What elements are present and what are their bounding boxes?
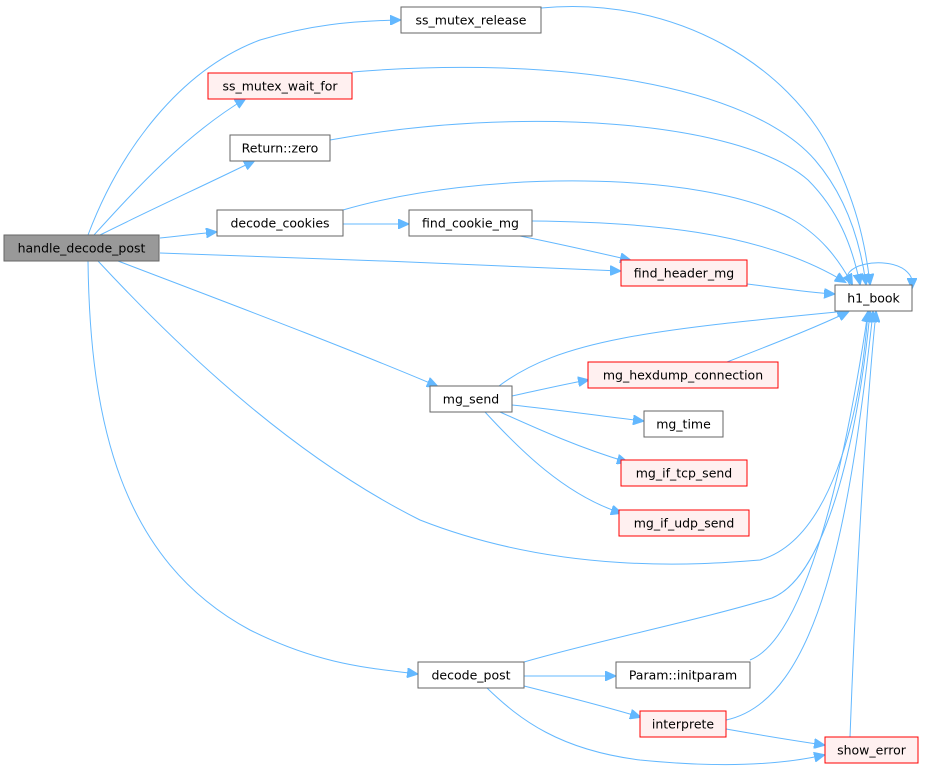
node-mg_send[interactable]: mg_send (429, 385, 513, 413)
node-box (408, 209, 533, 237)
node-mg_if_udp_send[interactable]: mg_if_udp_send (618, 509, 750, 537)
node-box (417, 661, 525, 689)
node-find_cookie_mg[interactable]: find_cookie_mg (408, 209, 533, 237)
node-interprete[interactable]: interprete (639, 710, 727, 738)
node-label: interprete (652, 717, 715, 732)
edge-decode_cookies-to-h1_book (342, 180, 852, 284)
edge-h1_book-to-h1_book (846, 262, 912, 288)
edge-interprete-to-h1_book (725, 312, 873, 721)
node-label: h1_book (847, 291, 900, 306)
node-box (615, 661, 751, 689)
edge-ss_mutex_release-to-h1_book (540, 6, 870, 284)
edge-decode_post-to-show_error (486, 687, 824, 766)
node-label: mg_send (443, 392, 499, 407)
node-label: Return::zero (242, 141, 319, 156)
nodes-layer: handle_decode_post ss_mutex_release ss_mut… (3, 6, 919, 764)
node-box (229, 134, 331, 162)
node-label: handle_decode_post (18, 241, 146, 256)
node-box (643, 410, 724, 438)
node-mg_if_tcp_send[interactable]: mg_if_tcp_send (620, 459, 748, 487)
node-decode_cookies[interactable]: decode_cookies (216, 209, 344, 237)
node-box (834, 284, 913, 312)
node-h1_book[interactable]: h1_book (834, 284, 913, 312)
edge-decode_post-to-h1_book (523, 312, 870, 663)
node-box (824, 736, 919, 764)
node-label: mg_time (656, 417, 711, 432)
node-box (587, 361, 779, 389)
node-label: find_cookie_mg (422, 216, 519, 231)
node-label: ss_mutex_release (416, 13, 527, 28)
edge-decode_post-to-interprete (523, 685, 640, 717)
edge-handle_decode_post-to-find_header_mg (159, 252, 620, 271)
edge-mg_send-to-h1_book (498, 311, 847, 387)
edge-ss_mutex_wait_for-to-h1_book (351, 66, 866, 284)
edge-mg_send-to-mg_if_tcp_send (499, 411, 627, 462)
node-decode_post[interactable]: decode_post (417, 661, 525, 689)
node-box (639, 710, 727, 738)
node-box (620, 259, 748, 287)
node-box (400, 6, 542, 34)
edge-find_cookie_mg-to-find_header_mg (519, 235, 630, 260)
edge-mg_send-to-mg_if_udp_send (484, 411, 621, 513)
node-mg_time[interactable]: mg_time (643, 410, 724, 438)
node-box (3, 234, 160, 262)
node-box (429, 385, 513, 413)
edge-handle_decode_post-to-decode_cookies (159, 232, 216, 239)
node-handle_decode_post[interactable]: handle_decode_post (3, 234, 160, 262)
edge-find_header_mg-to-h1_book (746, 283, 834, 294)
node-box (618, 509, 750, 537)
node-mg_hexdump_connection[interactable]: mg_hexdump_connection (587, 361, 779, 389)
edge-mg_send-to-mg_hexdump_connection (511, 380, 588, 397)
node-label: mg_if_tcp_send (636, 466, 733, 481)
edge-handle_decode_post-to-decode_post (87, 260, 417, 674)
node-label: mg_if_udp_send (634, 516, 735, 531)
edge-handle_decode_post-to-h1_book (97, 260, 868, 565)
edge-handle_decode_post-to-ss_mutex_wait_for (93, 99, 245, 236)
edge-mg_hexdump_connection-to-h1_book (726, 312, 848, 363)
edge-find_cookie_mg-to-h1_book (531, 220, 845, 282)
node-label: decode_cookies (230, 216, 329, 231)
edge-handle_decode_post-to-ss_mutex_release (87, 20, 400, 236)
node-return_zero[interactable]: Return::zero (229, 134, 331, 162)
edge-interprete-to-show_error (725, 728, 824, 745)
node-ss_mutex_wait_for[interactable]: ss_mutex_wait_for (207, 72, 353, 100)
node-box (620, 459, 748, 487)
edge-show_error-to-h1_book (849, 312, 876, 738)
edge-handle_decode_post-to-return_zero (99, 161, 254, 236)
node-ss_mutex_release[interactable]: ss_mutex_release (400, 6, 542, 34)
edge-mg_send-to-mg_time (511, 404, 643, 421)
node-label: mg_hexdump_connection (603, 368, 763, 383)
node-label: decode_post (431, 668, 510, 683)
edge-param_initparam-to-h1_book (749, 312, 868, 661)
node-label: show_error (837, 743, 907, 758)
node-box (207, 72, 353, 100)
node-label: find_header_mg (634, 266, 734, 281)
edges-layer (87, 6, 912, 766)
node-param_initparam[interactable]: Param::initparam (615, 661, 751, 689)
node-show_error[interactable]: show_error (824, 736, 919, 764)
edge-handle_decode_post-to-mg_send (117, 260, 437, 386)
node-box (216, 209, 344, 237)
edge-return_zero-to-h1_book (329, 120, 860, 284)
node-find_header_mg[interactable]: find_header_mg (620, 259, 748, 287)
node-label: Param::initparam (629, 668, 737, 683)
node-label: ss_mutex_wait_for (222, 79, 338, 94)
